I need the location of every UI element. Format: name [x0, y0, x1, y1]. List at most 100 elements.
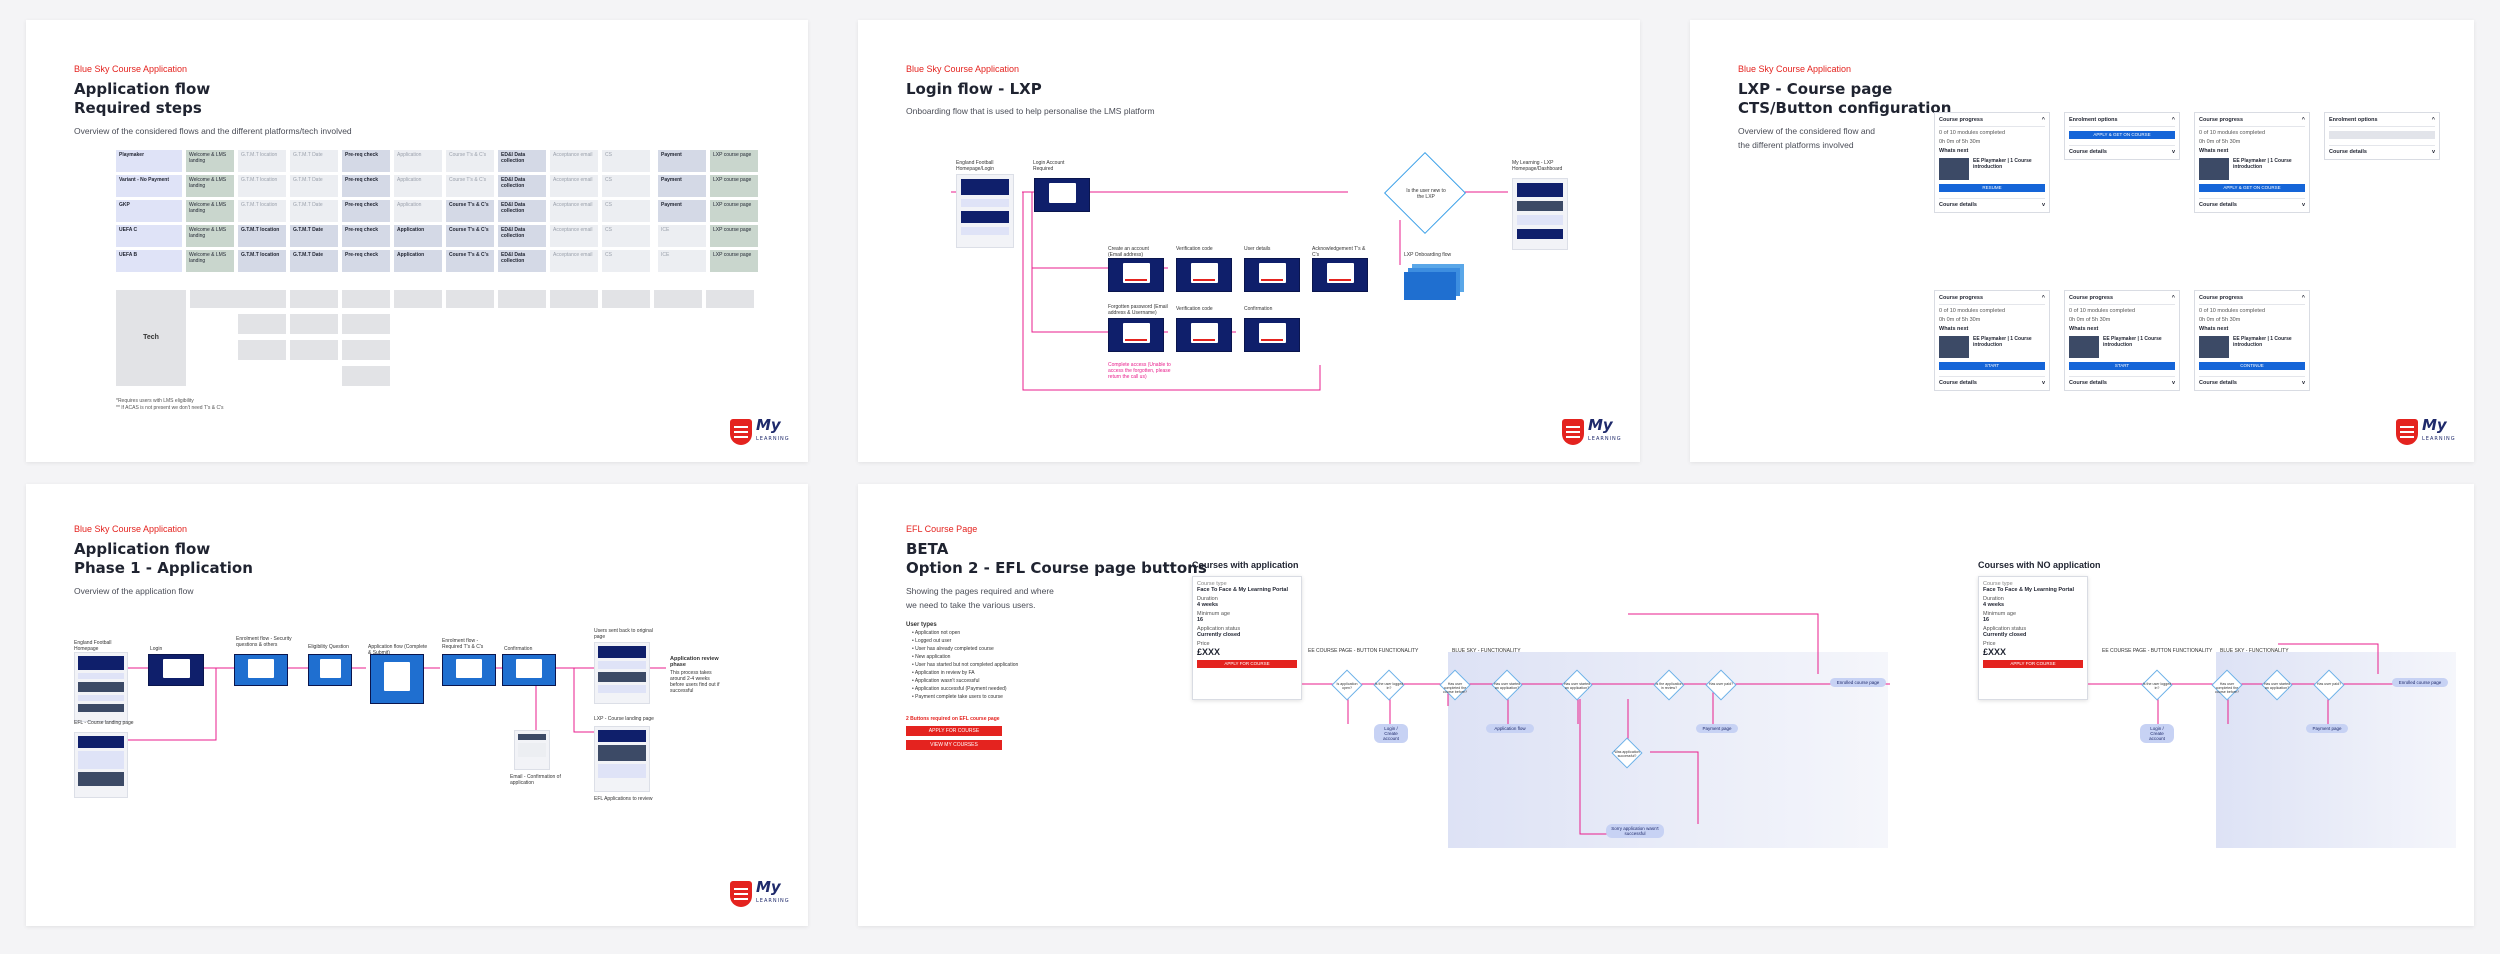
label-verification-2: Verification code: [1176, 306, 1213, 312]
flow-step-cell: Acceptance email: [550, 200, 598, 222]
node-course-page: Enrolled course page: [1830, 678, 1886, 687]
logo-text: MyLEARNING: [1588, 418, 1622, 446]
course-action-button[interactable]: APPLY & GET ON COURSE: [2199, 184, 2305, 192]
decision-node-label: Has user paid?: [1706, 682, 1736, 686]
label-lxp-landing: LXP - Course landing page: [594, 716, 654, 722]
flow-step-cell: Application: [394, 175, 442, 197]
board-eyebrow: Blue Sky Course Application: [74, 64, 187, 74]
flow-step-cell: G.T.M.T location: [238, 250, 286, 272]
flow-step-cell: ED&I Data collection: [498, 150, 546, 172]
apply-button[interactable]: APPLY & GET ON COURSE: [2069, 131, 2175, 139]
row-welcome-cell: Welcome & LMS landing: [186, 200, 234, 222]
row-welcome-cell: Welcome & LMS landing: [186, 150, 234, 172]
tech-cell: [238, 314, 286, 334]
title-line-2: Required steps: [74, 99, 210, 118]
flow-step-cell: Pre-req check: [342, 200, 390, 222]
flow-step-cell: Course T's & C's: [446, 200, 494, 222]
flow-step-cell: ED&I Data collection: [498, 175, 546, 197]
flow-step-cell: Application: [394, 150, 442, 172]
dashboard-thumbnail: [1512, 178, 1568, 250]
tech-cell: [446, 290, 494, 308]
onboarding-stack: [1404, 264, 1464, 300]
fa-shield-icon: [730, 419, 752, 445]
decision-node-label: Is the user logged in?: [1374, 682, 1404, 690]
course-progress-card: Course progress^0 of 10 modules complete…: [1934, 112, 2050, 213]
footnote-1: *Requires users with LMS eligibility: [116, 398, 194, 404]
tech-cell: [602, 290, 650, 308]
login-screen: [148, 654, 204, 686]
login-screen: [1034, 178, 1090, 212]
homepage-thumbnail: [74, 652, 128, 722]
flow-step-cell: ED&I Data collection: [498, 250, 546, 272]
label-eligibility: Eligibility Question: [308, 644, 352, 650]
label-decision: Is the user new to the LXP: [1404, 188, 1448, 200]
tech-cell: [498, 290, 546, 308]
eligibility-screen: [308, 654, 352, 686]
course-action-button[interactable]: CONTINUE: [2199, 362, 2305, 370]
row-lxp-cell: LXP course page: [710, 175, 758, 197]
course-action-button[interactable]: RESUME: [1939, 184, 2045, 192]
flow-step-cell: Pre-req check: [342, 225, 390, 247]
decision-node-label: Has user started an application?: [1562, 682, 1592, 690]
board-application-required-steps: Blue Sky Course Application Application …: [26, 20, 808, 462]
node-no-app-login: Login / Create account: [2140, 724, 2174, 743]
label-onboarding: LXP Onboarding flow: [1404, 252, 1451, 258]
title-line-1: Application flow: [74, 80, 210, 99]
label-forgotten-password: Forgotten password (Email address & User…: [1108, 304, 1168, 316]
tech-cell: [550, 290, 598, 308]
row-lxp-cell: LXP course page: [710, 200, 758, 222]
flow-step-cell: G.T.M.T location: [238, 225, 286, 247]
tech-cell: [238, 290, 286, 308]
flow-step-cell: CS: [602, 250, 650, 272]
row-lxp-cell: LXP course page: [710, 150, 758, 172]
tech-cell: [342, 314, 390, 334]
tech-row-label: Tech: [116, 290, 186, 386]
board-lxp-course-page: Blue Sky Course Application LXP - Course…: [1690, 20, 2474, 462]
tech-cell: [290, 314, 338, 334]
course-action-button[interactable]: START: [1939, 362, 2045, 370]
course-action-button[interactable]: START: [2069, 362, 2175, 370]
board-title: Application flow Required steps: [74, 80, 210, 118]
row-welcome-cell: Welcome & LMS landing: [186, 250, 234, 272]
flow-step-cell: G.T.M.T location: [238, 200, 286, 222]
flow-step-cell: Acceptance email: [550, 175, 598, 197]
course-progress-card: Course progress^0 of 10 modules complete…: [2194, 290, 2310, 391]
decision-node-label: Has user completed the course before?: [2212, 682, 2242, 694]
confirmation-screen: [502, 654, 556, 686]
flow-step-cell: ED&I Data collection: [498, 225, 546, 247]
flow-step-cell: G.T.M.T Date: [290, 175, 338, 197]
course-progress-card: Course progress^0 of 10 modules complete…: [2064, 290, 2180, 391]
board-description: Overview of the considered flows and the…: [74, 124, 352, 138]
flow-step-cell: Pre-req check: [342, 175, 390, 197]
label-required-ts: Enrolment flow - Required T's & C's: [442, 638, 498, 650]
flow-step-cell: ED&I Data collection: [498, 200, 546, 222]
user-details-screen: [1244, 258, 1300, 292]
enrolment-screen: [234, 654, 288, 686]
label-start: England Football Homepage: [74, 640, 130, 652]
tech-cell: [290, 290, 338, 308]
terms-screen: [442, 654, 496, 686]
title-line-2: CTS/Button configuration: [1738, 99, 1951, 118]
flow-step-cell: Pre-req check: [342, 250, 390, 272]
decision-node-label: Has user started an application?: [1492, 682, 1522, 690]
tech-cell: [290, 340, 338, 360]
my-learning-logo: MyLEARNING: [1562, 418, 1622, 446]
flow-step-cell: G.T.M.T Date: [290, 150, 338, 172]
redirect-thumbnail: [594, 642, 650, 704]
forgot-password-screen: [1108, 318, 1164, 352]
label-create-account: Create an account (Email address): [1108, 246, 1164, 258]
node-application-flow: Application flow: [1486, 724, 1534, 733]
flow-step-cell: G.T.M.T Date: [290, 250, 338, 272]
row-payment-cell: Payment: [658, 200, 706, 222]
decision-node-label: Has user started an application?: [2262, 682, 2292, 690]
flow-step-cell: Course T's & C's: [446, 175, 494, 197]
tech-cell: [706, 290, 754, 308]
flow-step-cell: G.T.M.T location: [238, 175, 286, 197]
my-learning-logo: MyLEARNING: [730, 880, 790, 908]
row-payment-cell: Payment: [658, 150, 706, 172]
row-welcome-cell: Welcome & LMS landing: [186, 175, 234, 197]
flow-row-label: GKP: [116, 200, 182, 222]
